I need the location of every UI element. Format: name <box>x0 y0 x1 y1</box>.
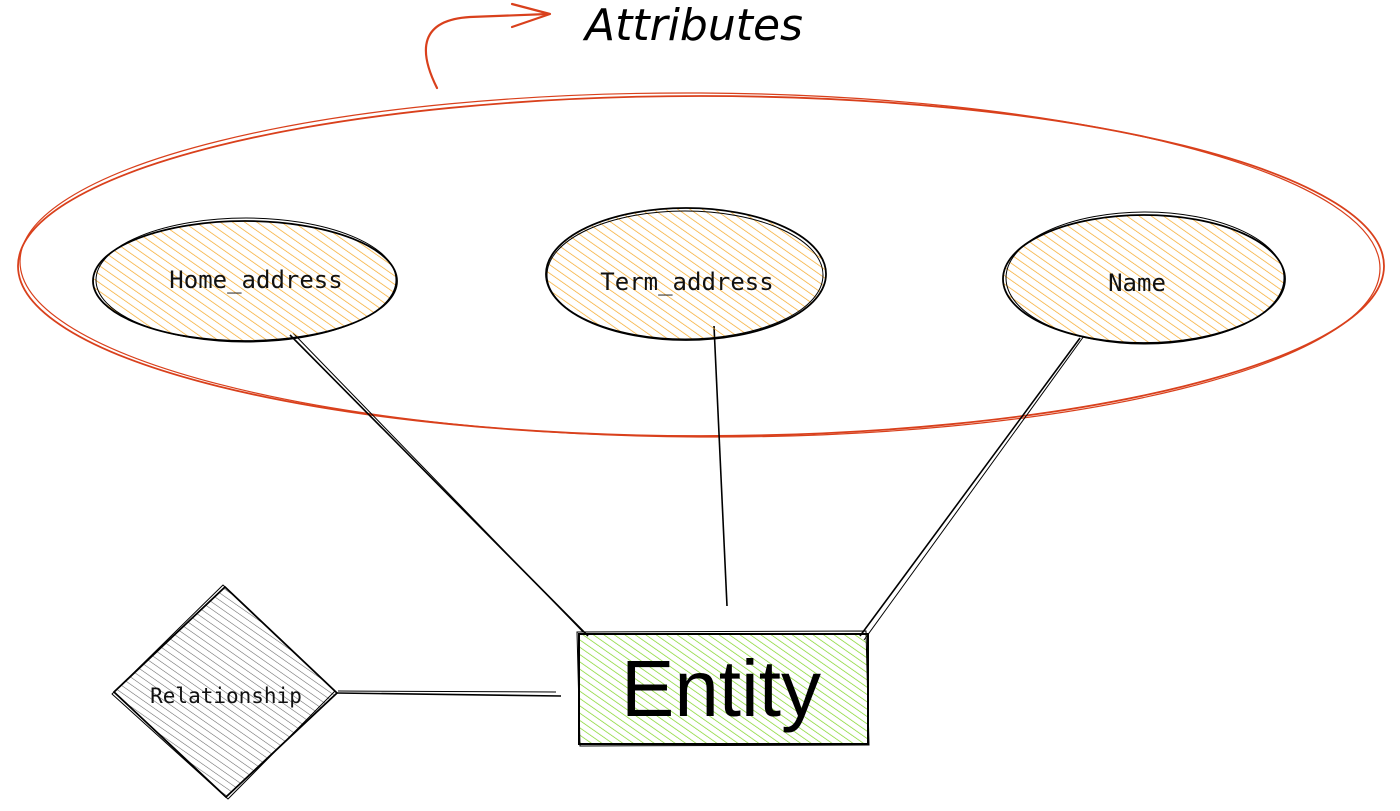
attribute-label: Home_address <box>169 266 342 294</box>
attribute-connectors <box>289 325 1085 641</box>
attribute-term-address: Term_address <box>545 207 827 341</box>
relationship-label: Relationship <box>150 684 302 708</box>
attribute-home-address: Home_address <box>92 217 398 343</box>
attribute-label: Term_address <box>600 268 773 296</box>
attribute-name: Name <box>1002 211 1286 345</box>
entity-box: Entity <box>576 630 870 747</box>
diagram-title: Attributes <box>582 0 803 51</box>
title-arrow <box>424 2 552 90</box>
entity-label: Entity <box>621 644 821 733</box>
attributes-group-outline <box>17 92 1385 438</box>
relationship-connector <box>335 690 562 697</box>
attribute-label: Name <box>1108 269 1166 297</box>
relationship-diamond: Relationship <box>111 584 338 800</box>
